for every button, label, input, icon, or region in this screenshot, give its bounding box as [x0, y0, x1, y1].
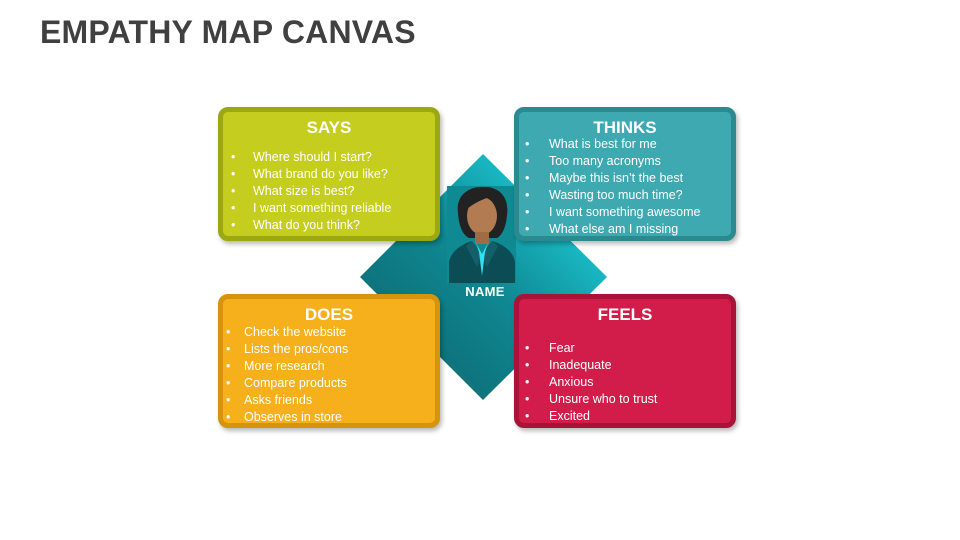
list-item: Where should I start? — [231, 149, 435, 166]
feels-title: FEELS — [597, 305, 653, 324]
does-title: DOES — [304, 305, 354, 324]
list-item: I want something awesome — [525, 204, 731, 221]
list-item: Fear — [525, 340, 731, 357]
list-item: More research — [226, 358, 435, 375]
list-item: What else am I missing — [525, 221, 731, 238]
list-item: Inadequate — [525, 357, 731, 374]
list-item: Wasting too much time? — [525, 187, 731, 204]
list-item: What is best for me — [525, 136, 731, 153]
list-item: Lists the pros/cons — [226, 341, 435, 358]
list-item: Asks friends — [226, 392, 435, 409]
list-item: Anxious — [525, 374, 731, 391]
feels-list: Fear Inadequate Anxious Unsure who to tr… — [519, 340, 731, 425]
person-name-label: NAME — [465, 284, 505, 299]
list-item: What brand do you like? — [231, 166, 435, 183]
says-card: SAYS Where should I start? What brand do… — [218, 107, 440, 241]
thinks-list: What is best for me Too many acronyms Ma… — [519, 136, 731, 238]
says-list: Where should I start? What brand do you … — [223, 149, 435, 234]
person-avatar-icon — [447, 186, 516, 283]
list-item: Maybe this isn’t the best — [525, 170, 731, 187]
says-title: SAYS — [306, 118, 352, 137]
does-card: DOES Check the website Lists the pros/co… — [218, 294, 440, 428]
slide-title: EMPATHY MAP CANVAS — [40, 14, 416, 50]
list-item: Observes in store — [226, 409, 435, 426]
feels-card: FEELS Fear Inadequate Anxious Unsure who… — [514, 294, 736, 428]
list-item: Compare products — [226, 375, 435, 392]
list-item: Unsure who to trust — [525, 391, 731, 408]
list-item: What size is best? — [231, 183, 435, 200]
thinks-card: THINKS What is best for me Too many acro… — [514, 107, 736, 241]
list-item: I want something reliable — [231, 200, 435, 217]
thinks-title: THINKS — [593, 118, 657, 137]
list-item: Excited — [525, 408, 731, 425]
list-item: Too many acronyms — [525, 153, 731, 170]
list-item: Check the website — [226, 324, 435, 341]
does-list: Check the website Lists the pros/cons Mo… — [223, 324, 435, 426]
list-item: What do you think? — [231, 217, 435, 234]
